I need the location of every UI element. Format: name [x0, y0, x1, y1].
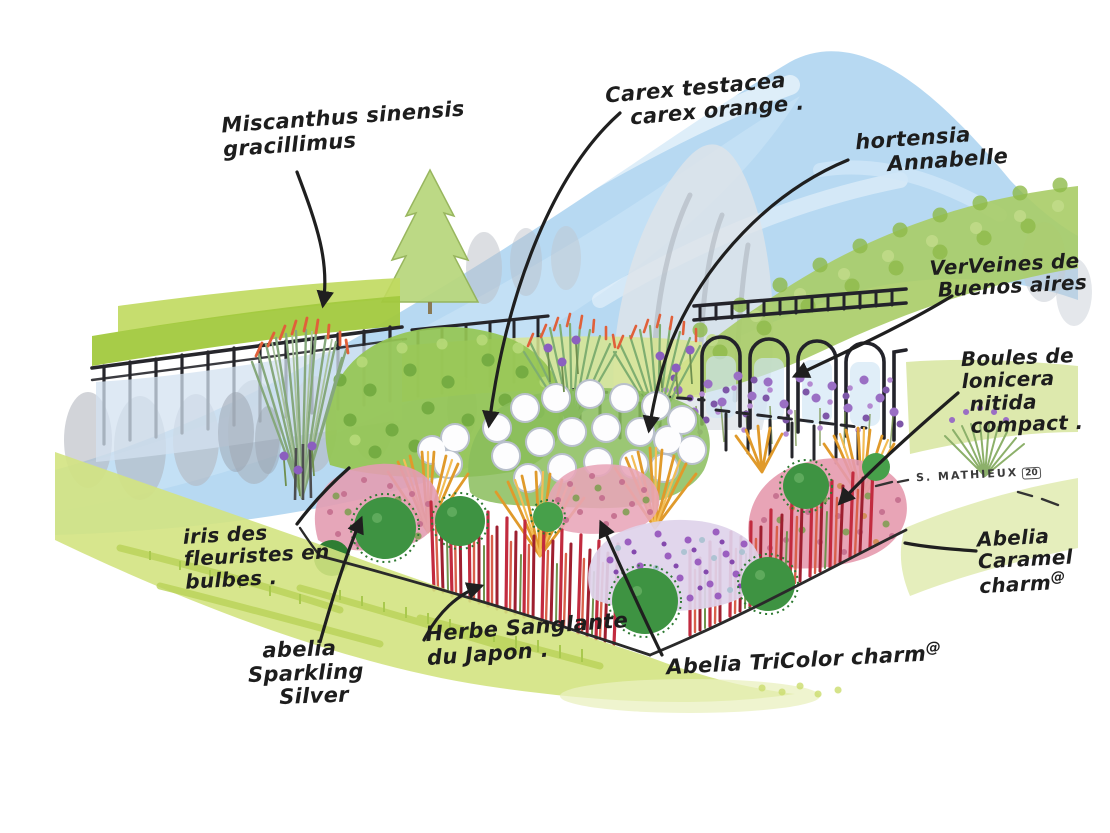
label-abelia-caramel-mark: @	[1050, 568, 1066, 586]
arrow-herbe	[422, 582, 485, 642]
lawn-wash	[55, 452, 1078, 713]
grass-tuft-far-right	[944, 405, 1025, 477]
arrow-verveines	[791, 294, 954, 378]
label-iris: iris des fleuristes en bulbes .	[182, 520, 331, 594]
label-abelia-caramel: Abelia Caramel charm@	[976, 524, 1074, 598]
label-abelia-sparkling: abelia Sparkling Silver	[246, 635, 365, 711]
arrow-boules	[837, 391, 960, 506]
annotation-arrows	[295, 111, 978, 657]
signature-dashes	[874, 478, 1060, 507]
miscanthus-clump-left	[250, 316, 350, 501]
iris-flowers	[279, 335, 695, 497]
label-boules-lonicera: Boules de lonicera nitida compact .	[960, 343, 1084, 439]
pergola-arches	[692, 287, 908, 442]
arrow-sparkling	[318, 515, 364, 644]
line-iris	[295, 466, 351, 526]
line-caramel	[903, 541, 978, 553]
arrow-tricolor	[598, 519, 664, 657]
bed-outline	[298, 526, 908, 657]
label-abelia-tricolor-mark: @	[925, 637, 942, 657]
arrow-hortensia	[642, 158, 850, 434]
label-abelia-caramel-text: Abelia Caramel charm	[976, 523, 1074, 598]
label-verveines: VerVeines de Buenos aires	[928, 248, 1088, 303]
arrow-carex	[482, 111, 622, 429]
purple-spotted-mound	[588, 519, 761, 612]
conifer-tree	[380, 168, 480, 314]
miscanthus-clump-right	[612, 313, 702, 426]
arrow-miscanthus	[295, 170, 334, 309]
artist-signature-badge: 20	[1021, 466, 1042, 480]
